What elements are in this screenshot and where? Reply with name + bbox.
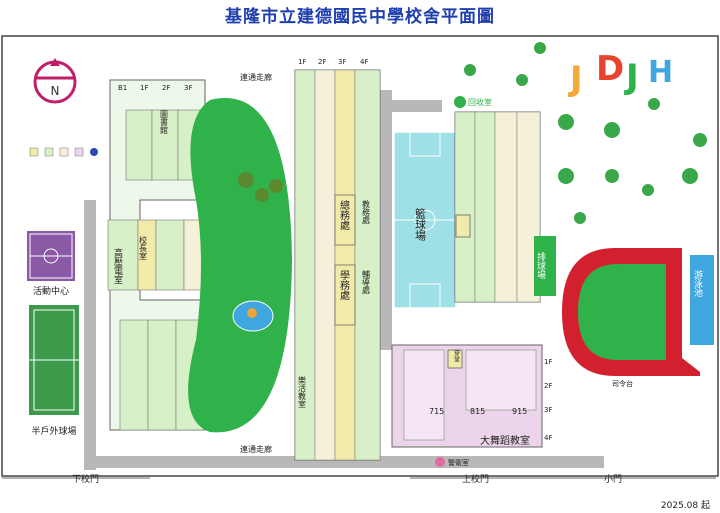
prep-label: 穿堂 <box>453 349 460 362</box>
west-floor-1f: 1F <box>140 84 148 92</box>
hall-label: 高壓電室 <box>112 247 123 284</box>
activity-center <box>25 229 77 283</box>
east-building <box>454 111 541 303</box>
west-floor-2f: 2F <box>162 84 170 92</box>
compass-icon: N <box>33 58 77 104</box>
central-floor-2f: 2F <box>318 58 326 66</box>
svg-text:J: J <box>568 59 583 99</box>
reporting-stage-label: 司令台 <box>612 379 633 388</box>
small-gate-label: 小門 <box>604 474 622 485</box>
guard-label: 警衛室 <box>448 458 469 467</box>
road-middle <box>380 90 392 350</box>
corridor-top-label: 連通走廊 <box>240 72 272 82</box>
room-715: 715 <box>429 407 444 416</box>
newbuild-floor-4f: 4F <box>544 434 552 442</box>
campus-boundary <box>1 35 719 477</box>
newbuild-floor-3f: 3F <box>544 406 552 414</box>
dance-room-label: 大舞蹈教室 <box>480 434 530 447</box>
guard-icon <box>435 457 445 467</box>
logo-jdjh: J D J H <box>568 49 673 99</box>
volleyball-court <box>534 236 556 296</box>
academic-affairs-label: 教務處 <box>362 199 371 225</box>
volleyball-label: 排球場 <box>535 251 546 280</box>
central-floor-4f: 4F <box>360 58 368 66</box>
page-title: 基隆市立建德國民中學校舍平面圖 <box>225 7 495 27</box>
road-middle-top <box>392 100 442 112</box>
library-label: 圖書館 <box>160 110 169 135</box>
semi-outdoor-court <box>27 303 81 417</box>
counseling-label: 輔導處 <box>362 269 371 295</box>
running-track <box>562 248 700 376</box>
central-floor-3f: 3F <box>338 58 346 66</box>
road-left <box>84 200 96 470</box>
svg-text:H: H <box>648 55 673 90</box>
central-building <box>294 69 381 461</box>
new-building <box>391 344 543 448</box>
west-floor-b1: B1 <box>118 84 127 92</box>
general-affairs-label: 總務處 <box>338 199 350 231</box>
activity-center-label: 活動中心 <box>33 285 69 297</box>
svg-text:J: J <box>624 57 639 97</box>
semi-outdoor-label: 半戶外球場 <box>31 425 76 437</box>
recycle-icon <box>454 96 466 108</box>
corridor-bottom-label: 連通走廊 <box>240 444 272 454</box>
date-stamp: 2025.08 起 <box>660 501 710 511</box>
room-815: 815 <box>470 407 485 416</box>
basketball-court <box>393 131 457 309</box>
swimming-label: 游泳池 <box>692 269 703 297</box>
lower-gate-label: 下校門 <box>72 473 99 485</box>
central-field <box>188 98 292 433</box>
room-915: 915 <box>512 407 527 416</box>
road-bottom <box>84 456 604 468</box>
student-affairs-label: 學務處 <box>338 269 350 301</box>
newbuild-floor-1f: 1F <box>544 358 552 366</box>
basketball-label: 籃球場 <box>414 207 427 242</box>
compass-label: N <box>51 84 60 98</box>
legend <box>29 147 98 157</box>
svg-text:D: D <box>596 49 624 89</box>
central-floor-1f: 1F <box>298 58 306 66</box>
swimming-pool <box>690 255 714 345</box>
music-label: 樂活教室 <box>298 375 307 408</box>
trees <box>464 42 707 224</box>
recycle-label: 回收室 <box>468 97 492 107</box>
newbuild-floor-2f: 2F <box>544 382 552 390</box>
upper-gate-label: 上校門 <box>462 473 489 485</box>
west-floor-3f: 3F <box>184 84 192 92</box>
principal-label: 校長室 <box>139 235 148 260</box>
